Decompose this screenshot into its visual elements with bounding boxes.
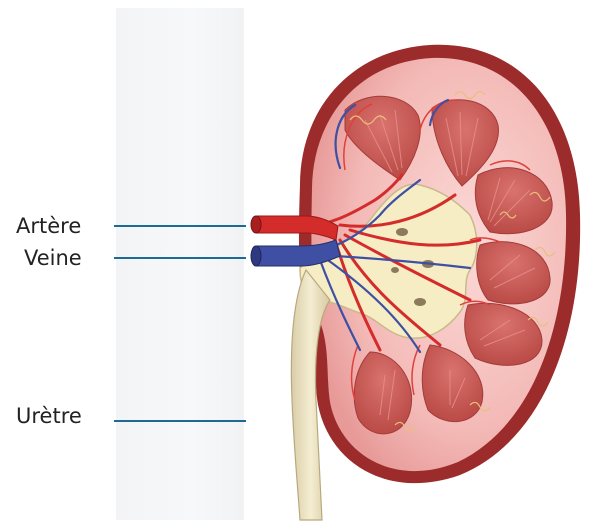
- label-artery: Artère: [16, 214, 81, 238]
- leader-line-artery: [114, 225, 246, 227]
- label-ureter: Urètre: [16, 404, 82, 428]
- renal-vein-opening: [251, 246, 261, 266]
- renal-artery: [256, 216, 338, 240]
- leader-line-vein: [114, 257, 246, 259]
- leader-line-ureter: [114, 420, 246, 422]
- label-vein: Veine: [24, 246, 82, 270]
- renal-artery-opening: [251, 216, 261, 233]
